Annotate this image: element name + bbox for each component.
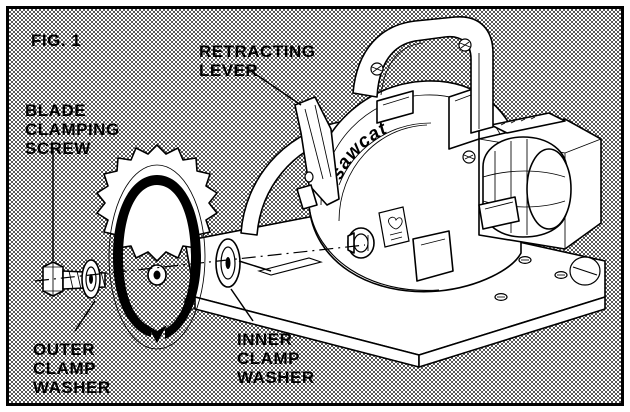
assembly-centerline [34,244,366,282]
callout-blade-clamping-screw: BLADE CLAMPING SCREW [25,101,120,158]
motor-housing [462,112,602,286]
leader-retracting-lever [244,66,302,106]
retracting-lever [294,96,340,210]
callout-inner-clamp-washer: INNER CLAMP WASHER [237,330,315,387]
figure-number-label: FIG. 1 [31,31,82,50]
callout-retracting-lever: RETRACTING LEVER [199,42,316,80]
bevel-knob [478,196,520,230]
leader-inner-clamp-washer-a [230,288,254,322]
saw-body: sawcat [184,16,606,368]
leader-lines [52,66,302,332]
top-handle [352,16,494,134]
inner-clamp-washer [215,238,241,288]
callout-outer-clamp-washer: OUTER CLAMP WASHER [33,340,111,397]
leader-outer-clamp-washer [74,300,96,332]
leader-inner-clamp-washer-b [238,260,272,272]
arbor-hub [347,227,375,259]
figure-frame: .p { fill:#ffffff; stroke:#000; stroke-w… [6,6,624,406]
technical-illustration: .p { fill:#ffffff; stroke:#000; stroke-w… [34,16,606,368]
outer-clamp-washer [81,259,101,299]
saw-blade [96,144,218,350]
cat-emblem [378,206,410,248]
